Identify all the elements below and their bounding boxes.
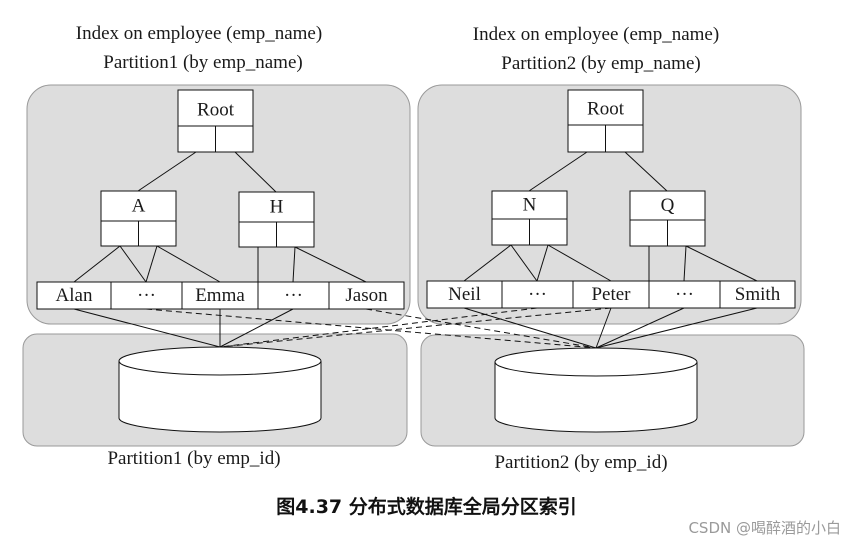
tree-edge xyxy=(137,151,197,192)
index-2-heading: Index on employee (emp_name) xyxy=(473,24,719,45)
index-1-leaf-emma: Emma xyxy=(195,285,245,306)
index-1-heading: Index on employee (emp_name) xyxy=(76,23,322,44)
tree-edge xyxy=(463,244,512,282)
table-partition-2-cylinder xyxy=(494,347,698,433)
tree-edge xyxy=(547,244,612,282)
tree-edge xyxy=(685,245,758,282)
index-2-branch-label-n: N xyxy=(523,195,537,216)
leaf-pointer xyxy=(73,308,221,348)
index-1-leaf-ellipsis-1: ··· xyxy=(137,285,156,306)
index-1-partition-heading: Partition1 (by emp_name) xyxy=(103,52,302,73)
tree-edge xyxy=(294,246,367,283)
cross-partition-pointer xyxy=(145,308,597,349)
tree-edge xyxy=(119,245,147,283)
index-2-leaf-peter: Peter xyxy=(591,284,631,305)
tree-edge xyxy=(292,246,296,283)
tree-edge xyxy=(536,244,549,282)
table-partition-1-cylinder xyxy=(118,346,322,433)
table-partition-1-label: Partition1 (by emp_id) xyxy=(107,448,280,469)
index-2-branch-node-q: Q xyxy=(629,190,706,247)
index-1-root-node: Root xyxy=(177,89,254,153)
cross-partition-pointer xyxy=(365,308,597,349)
index-2-partition-heading: Partition2 (by emp_name) xyxy=(501,53,700,74)
tree-edge xyxy=(234,151,277,193)
tree-edges xyxy=(73,151,758,283)
leaf-pointer xyxy=(219,308,294,348)
index-1-leaf-ellipsis-2: ··· xyxy=(284,285,303,306)
index-1-branch-label-h: H xyxy=(270,197,284,218)
index-partition-1-panel xyxy=(26,84,411,325)
index-partition-2-panel xyxy=(417,84,802,325)
index-2-leaf-row: Neil ··· Peter ··· Smith xyxy=(426,280,796,309)
index-2-branch-node-n: N xyxy=(491,190,568,246)
tree-edge xyxy=(156,245,221,283)
index-2-leaf-neil: Neil xyxy=(448,284,481,305)
index-2-leaf-smith: Smith xyxy=(735,284,781,305)
tree-edge xyxy=(510,244,538,282)
leaf-to-table-pointers xyxy=(73,307,758,349)
tree-edge xyxy=(528,151,588,192)
leaf-pointer xyxy=(595,307,612,349)
cross-partition-pointer xyxy=(219,307,538,348)
tree-edge xyxy=(624,151,668,192)
index-2-branch-label-q: Q xyxy=(661,195,675,216)
watermark: CSDN @喝醉酒的小白 xyxy=(688,519,841,537)
tree-edge xyxy=(683,245,687,282)
leaf-pointer xyxy=(595,307,685,349)
tree-edge xyxy=(73,245,121,283)
index-1-leaf-row: Alan ··· Emma ··· Jason xyxy=(36,281,405,310)
table-partition-2-label: Partition2 (by emp_id) xyxy=(494,452,667,473)
index-2-root-label: Root xyxy=(587,99,625,120)
index-2-leaf-ellipsis-1: ··· xyxy=(528,284,547,305)
index-2-root-node: Root xyxy=(567,89,644,153)
index-1-leaf-alan: Alan xyxy=(56,285,93,306)
index-1-leaf-jason: Jason xyxy=(345,285,388,306)
cross-partition-pointer xyxy=(219,307,612,348)
leaf-pointer xyxy=(595,307,758,349)
tree-edge xyxy=(145,245,158,283)
index-2-leaf-ellipsis-2: ··· xyxy=(675,284,694,305)
index-1-root-label: Root xyxy=(197,100,235,121)
index-1-branch-label-a: A xyxy=(132,196,146,217)
index-1-branch-node-a: A xyxy=(100,190,177,247)
figure-caption: 图4.37 分布式数据库全局分区索引 xyxy=(276,496,577,518)
index-1-branch-node-h: H xyxy=(238,191,315,248)
